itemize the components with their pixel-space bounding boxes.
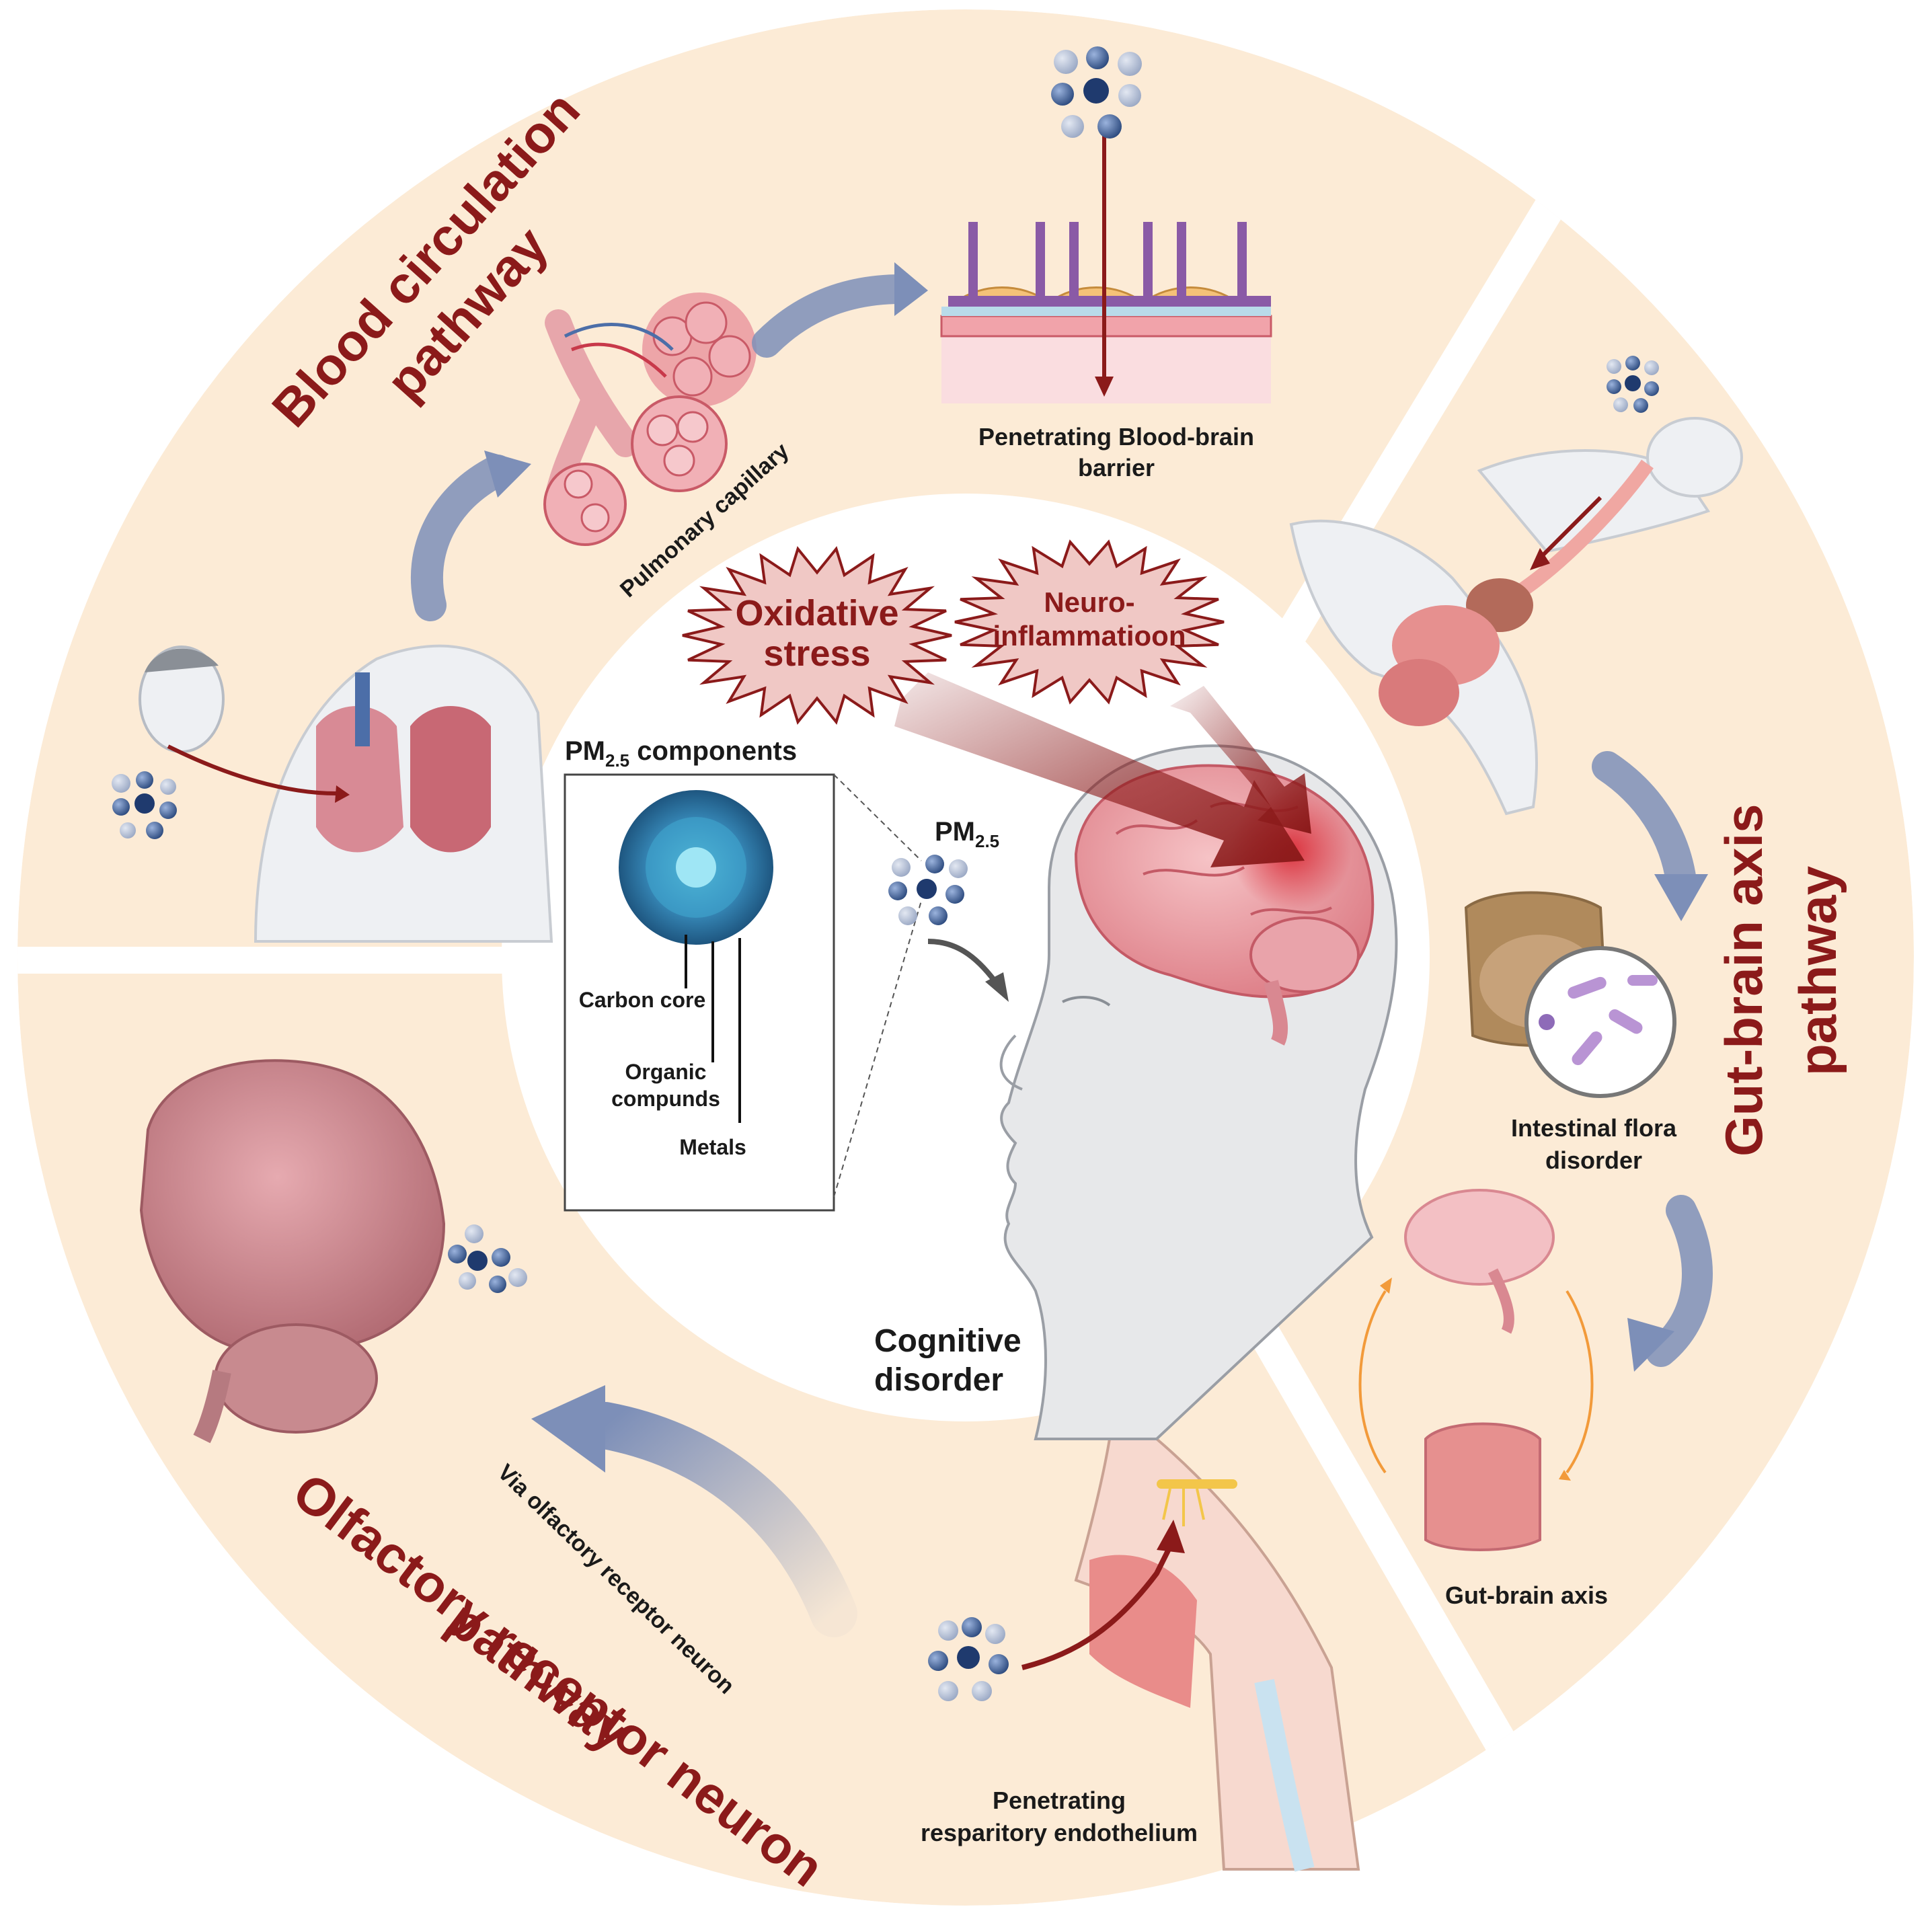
carbon-core-label: Carbon core bbox=[579, 988, 705, 1012]
particles-bbb bbox=[1051, 46, 1142, 139]
flow-arrow-down-1 bbox=[1592, 751, 1697, 896]
neuro-line2: inflammatioon bbox=[993, 620, 1186, 652]
flow-arrow-down-2-head bbox=[1627, 1318, 1674, 1372]
person-digestive-illustration bbox=[1289, 417, 1743, 816]
flow-arrow-down-2 bbox=[1646, 1195, 1713, 1367]
gut-brain-cycle-illustration bbox=[1358, 1189, 1594, 1551]
gut-pathway-title-line1: Gut-brain axis bbox=[1714, 804, 1773, 1157]
gut-brain-sector: Gut-brain axis pathway bbox=[1289, 356, 1847, 1609]
flow-arrow-down-1-head bbox=[1654, 874, 1708, 921]
oxidative-stress-burst: Oxidative stress bbox=[682, 546, 952, 725]
red-arrow-oxidative bbox=[894, 672, 1305, 867]
big-brain-illustration bbox=[139, 1059, 446, 1444]
blood-brain-barrier-illustration bbox=[940, 134, 1272, 403]
organic-label-line2: compunds bbox=[611, 1087, 720, 1111]
organic-label-line1: Organic bbox=[625, 1060, 707, 1084]
flora-label-line1: Intestinal flora bbox=[1511, 1114, 1677, 1142]
person-lungs-illustration bbox=[139, 644, 553, 943]
intestine-flora-illustration bbox=[1464, 891, 1676, 1098]
neuro-burst-shape bbox=[954, 539, 1225, 705]
inhale-arrow bbox=[927, 939, 998, 984]
neuro-line1: Neuro- bbox=[1044, 586, 1134, 618]
oxidative-line1: Oxidative bbox=[735, 593, 898, 633]
metals-label: Metals bbox=[679, 1135, 746, 1159]
flow-arrow-olfactory-head bbox=[531, 1385, 605, 1473]
red-arrow-neuro bbox=[1170, 686, 1311, 834]
flora-label-line2: disorder bbox=[1545, 1146, 1642, 1174]
center-contents: Oxidative stress Neuro- inflammatioon PM… bbox=[564, 539, 1398, 1440]
oxidative-line2: stress bbox=[763, 633, 870, 674]
particles-nasal bbox=[928, 1617, 1009, 1701]
resp-label-line1: Penetrating bbox=[993, 1787, 1126, 1814]
gut-pathway-title-line2: pathway bbox=[1788, 866, 1847, 1076]
cognitive-line2: disorder bbox=[874, 1362, 1003, 1398]
bbb-label-line2: barrier bbox=[1078, 454, 1155, 481]
neuroinflammation-burst: Neuro- inflammatioon bbox=[954, 539, 1225, 705]
flow-arrow-right-head bbox=[894, 262, 928, 316]
particles-blood-1 bbox=[112, 771, 177, 839]
particles-gut bbox=[1607, 356, 1659, 413]
cognitive-line1: Cognitive bbox=[874, 1323, 1021, 1359]
flow-arrow-right bbox=[752, 274, 916, 358]
resp-label-line2: resparitory endothelium bbox=[921, 1819, 1198, 1846]
bbb-label-line1: Penetrating Blood-brain bbox=[978, 423, 1254, 451]
flow-arrow-up bbox=[410, 455, 514, 621]
particles-brain bbox=[448, 1224, 527, 1293]
nasal-cavity-illustration bbox=[1021, 1438, 1360, 1872]
particles-center bbox=[888, 855, 968, 925]
oxidative-burst-shape bbox=[682, 546, 952, 725]
pm25-label: PM2.5 bbox=[935, 817, 999, 851]
gut-brain-axis-label: Gut-brain axis bbox=[1445, 1581, 1608, 1609]
pm-components-heading: PM2.5 components bbox=[565, 736, 797, 771]
flow-arrow-olfactory bbox=[582, 1402, 857, 1637]
flow-arrow-up-head bbox=[484, 451, 531, 498]
alveoli-illustration bbox=[543, 292, 757, 546]
